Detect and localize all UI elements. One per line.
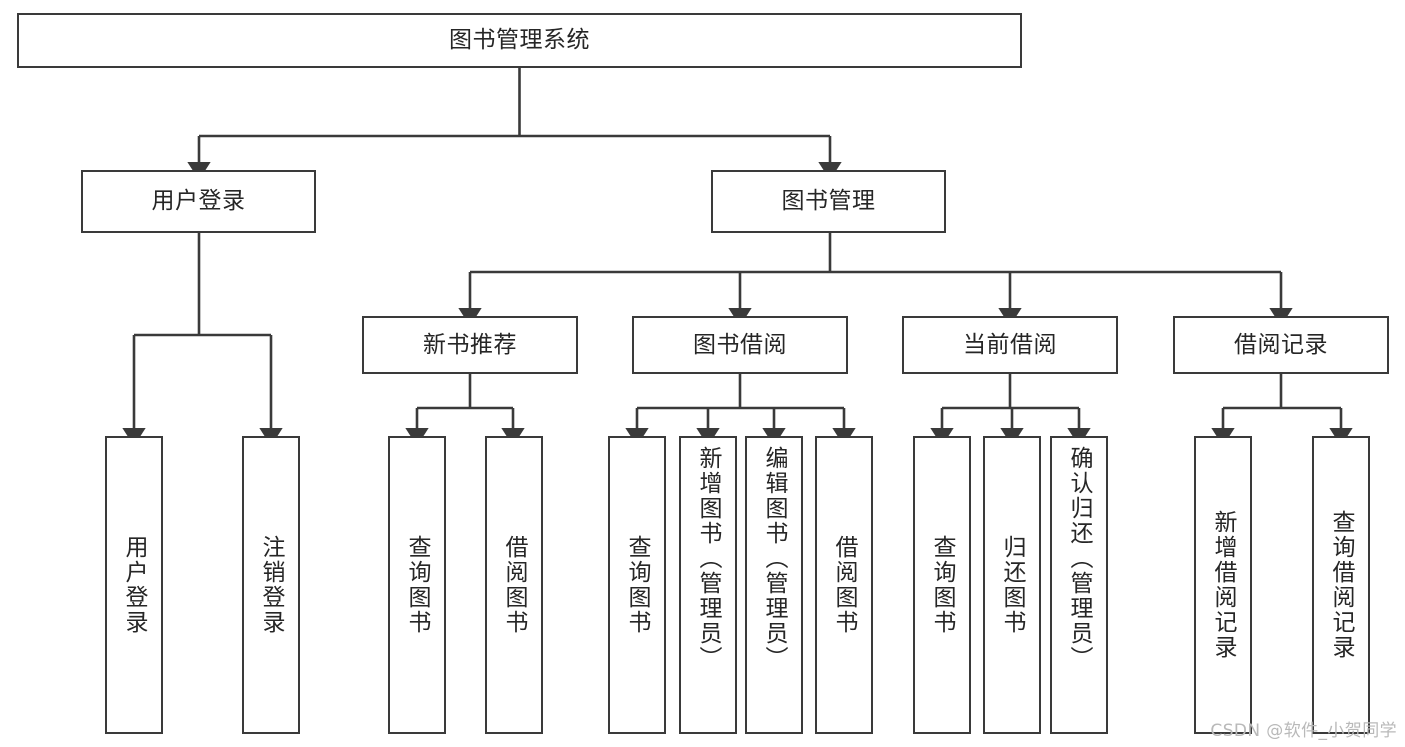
node-leaf-borrow-book-2-label: 借阅图书 (831, 535, 858, 635)
node-root[interactable]: 图书管理系统 (17, 13, 1022, 68)
node-leaf-user-login-label: 用户登录 (121, 535, 148, 635)
node-leaf-logout[interactable]: 注销登录 (242, 436, 300, 734)
node-leaf-add-book-admin-label: 新增图书（管理员） (695, 446, 722, 671)
node-current-borrow-label: 当前借阅 (963, 331, 1057, 358)
node-leaf-query-book-2[interactable]: 查询图书 (608, 436, 666, 734)
node-leaf-borrow-book-2[interactable]: 借阅图书 (815, 436, 873, 734)
node-leaf-query-borrow-record[interactable]: 查询借阅记录 (1312, 436, 1370, 734)
node-leaf-confirm-return-admin[interactable]: 确认归还（管理员） (1050, 436, 1108, 734)
node-leaf-query-book-1-label: 查询图书 (404, 535, 431, 635)
node-leaf-edit-book-admin-label: 编辑图书（管理员） (761, 446, 788, 671)
node-leaf-edit-book-admin[interactable]: 编辑图书（管理员） (745, 436, 803, 734)
node-book-management[interactable]: 图书管理 (711, 170, 946, 233)
node-new-book-recommend-label: 新书推荐 (423, 331, 517, 358)
node-user-login-label: 用户登录 (151, 188, 246, 215)
node-leaf-add-book-admin[interactable]: 新增图书（管理员） (679, 436, 737, 734)
node-book-management-label: 图书管理 (781, 188, 876, 215)
node-leaf-add-borrow-record-label: 新增借阅记录 (1210, 510, 1237, 660)
node-leaf-query-book-3[interactable]: 查询图书 (913, 436, 971, 734)
node-new-book-recommend[interactable]: 新书推荐 (362, 316, 578, 374)
node-user-login[interactable]: 用户登录 (81, 170, 316, 233)
node-leaf-user-login[interactable]: 用户登录 (105, 436, 163, 734)
node-leaf-add-borrow-record[interactable]: 新增借阅记录 (1194, 436, 1252, 734)
node-leaf-query-book-2-label: 查询图书 (624, 535, 651, 635)
node-book-borrow-label: 图书借阅 (693, 331, 787, 358)
node-borrow-record-label: 借阅记录 (1234, 331, 1328, 358)
node-leaf-logout-label: 注销登录 (258, 535, 285, 635)
node-leaf-query-book-1[interactable]: 查询图书 (388, 436, 446, 734)
node-leaf-return-book[interactable]: 归还图书 (983, 436, 1041, 734)
node-current-borrow[interactable]: 当前借阅 (902, 316, 1118, 374)
node-leaf-query-book-3-label: 查询图书 (929, 535, 956, 635)
node-leaf-query-borrow-record-label: 查询借阅记录 (1328, 510, 1355, 660)
node-leaf-return-book-label: 归还图书 (999, 535, 1026, 635)
node-leaf-confirm-return-admin-label: 确认归还（管理员） (1066, 446, 1093, 671)
node-book-borrow[interactable]: 图书借阅 (632, 316, 848, 374)
node-leaf-borrow-book-1[interactable]: 借阅图书 (485, 436, 543, 734)
node-borrow-record[interactable]: 借阅记录 (1173, 316, 1389, 374)
node-root-label: 图书管理系统 (449, 27, 590, 54)
node-leaf-borrow-book-1-label: 借阅图书 (501, 535, 528, 635)
